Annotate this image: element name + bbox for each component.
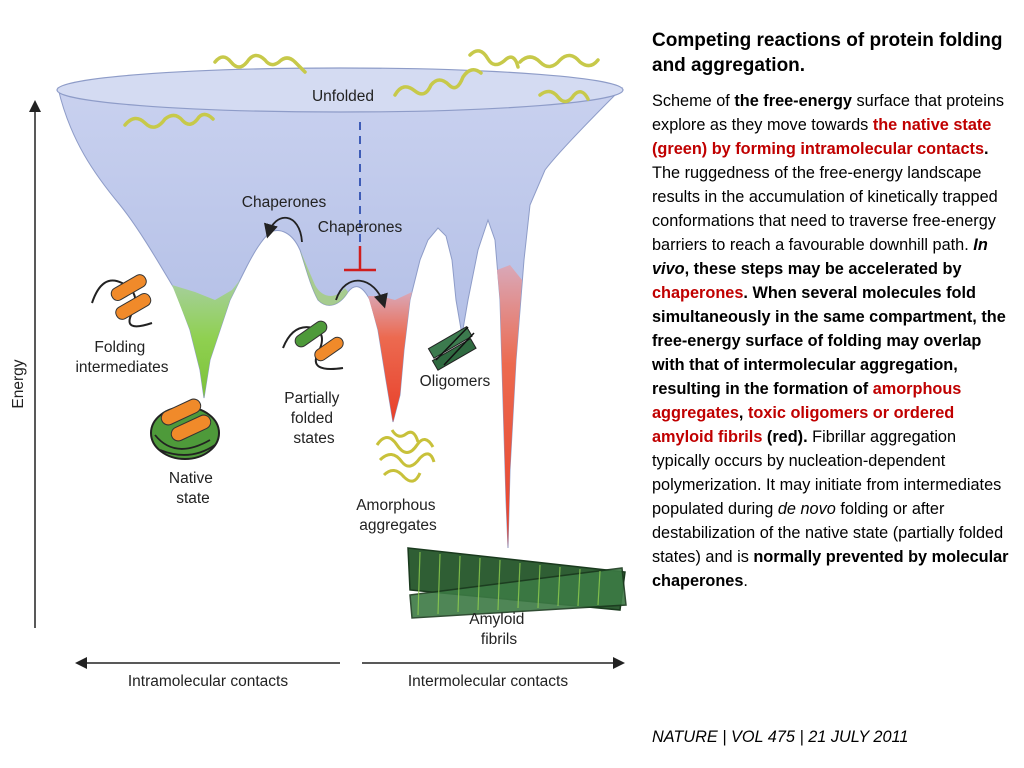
caption-segment: folding or after destabilization of the … [652,500,1004,566]
energy-axis-label: Energy [10,359,27,408]
aggregation-basin-red [368,292,412,422]
amorphous-aggregates-label: Amorphous aggregates [356,497,440,534]
caption-segment: amorphous aggregates [652,380,962,422]
partially-folded-label: Partially folded states [284,390,343,447]
caption-segment: de novo [777,500,836,518]
amyloid-well-red [497,265,522,548]
energy-landscape-diagram: Energy Unfolded Chaperones Chaperones Fo… [10,49,627,690]
caption-segment: , [738,404,748,422]
chaperones-label-left: Chaperones [242,194,327,211]
oligomers-icon [427,325,477,371]
caption-panel: Competing reactions of protein folding a… [652,28,1018,593]
native-basin-green-2 [300,250,348,306]
partially-folded-icon [282,320,344,370]
unfolded-chains [123,49,600,129]
chaperone-inhibition-mark [344,246,376,272]
caption-segment: , these steps may be accelerated by [684,260,962,278]
caption-segment: . [743,572,748,590]
amyloid-fibrils-label: Amyloid fibrils [469,611,528,648]
caption-segment: surface that proteins explore as they mo… [652,92,1005,134]
caption-segment: chaperones [652,284,744,302]
native-state-label: Native state [169,470,217,507]
free-energy-funnel [57,87,624,549]
caption-segment: toxic oligomers or ordered amyloid fibri… [652,404,955,446]
native-state-icon [150,398,220,460]
funnel-rim [56,67,624,113]
caption-segment: Fibrillar aggregation typically occurs b… [652,428,1002,518]
caption-segment: (red). [762,428,808,446]
amorphous-aggregates-icon [375,429,436,483]
intermolecular-label: Intermolecular contacts [408,673,568,690]
caption-segment: The ruggedness of the free-energy landsc… [652,164,998,254]
caption-segment: normally prevented by molecular chaperon… [652,548,1009,590]
chaperones-label-right: Chaperones [318,219,403,236]
intramolecular-label: Intramolecular contacts [128,673,288,690]
oligomers-label: Oligomers [420,373,491,390]
chaperone-arrow-right [335,279,388,309]
caption-segment: . When several molecules fold simultaneo… [652,284,1006,398]
caption-body: Scheme of the free-energy surface that p… [652,89,1018,593]
folding-intermediates-icon [91,274,153,328]
caption-segment: the free-energy [734,92,852,110]
amyloid-fibrils-icon [407,547,627,619]
caption-segment: Scheme of [652,92,735,110]
caption-segment: the native state (green) by forming intr… [652,116,992,158]
folding-intermediates-label: Folding intermediates [75,339,168,376]
caption-segment: In vivo [652,236,988,278]
unfolded-label: Unfolded [312,88,374,105]
citation: NATURE | VOL 475 | 21 JULY 2011 [652,728,909,746]
chaperone-arrow-left [263,216,303,243]
native-basin-green [172,280,240,398]
caption-segment: . [984,140,989,158]
caption-title: Competing reactions of protein folding a… [652,30,1003,76]
